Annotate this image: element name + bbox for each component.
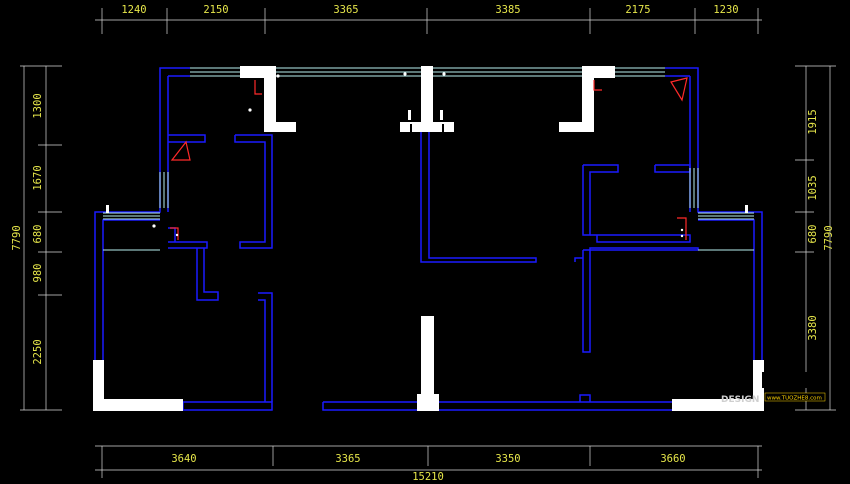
fixtures (152, 72, 688, 240)
column-markers (106, 110, 748, 213)
left-dim-3: 680 (32, 225, 44, 244)
bottom-dim-4: 3660 (660, 453, 685, 465)
top-dimension-chain: 1240 2150 3365 3385 2175 1230 (95, 4, 762, 34)
right-dim-total: 7790 (823, 225, 835, 250)
right-dim-1: 1915 (807, 109, 819, 134)
left-dim-2: 1670 (32, 165, 44, 190)
right-dim-4: 3380 (807, 315, 819, 340)
left-dim-5: 2250 (32, 339, 44, 364)
bottom-dim-2: 3365 (335, 453, 360, 465)
top-dim-3: 3365 (333, 4, 358, 16)
top-dim-4: 3385 (495, 4, 520, 16)
right-dim-2: 1035 (807, 175, 819, 200)
right-dimension-chain: 1915 1035 680 3380 7790 (795, 65, 836, 411)
solid-walls (93, 66, 764, 411)
left-dimension-chain: 1300 1670 680 980 2250 7790 (11, 65, 62, 411)
top-dim-2: 2150 (203, 4, 228, 16)
top-dim-5: 2175 (625, 4, 650, 16)
windows (103, 67, 754, 251)
right-dim-3: 680 (807, 225, 819, 244)
bottom-dim-1: 3640 (171, 453, 196, 465)
left-dim-1: 1300 (32, 93, 44, 118)
watermark: DESIGN www.TUOZHE8.com (721, 372, 826, 405)
left-dim-total: 7790 (11, 225, 23, 250)
top-dim-6: 1230 (713, 4, 738, 16)
top-dim-1: 1240 (121, 4, 146, 16)
watermark-url: www.TUOZHE8.com (767, 396, 822, 402)
bottom-dim-total: 15210 (412, 471, 444, 483)
bottom-dimension-chain: 3640 3365 3350 3660 15210 (95, 445, 762, 483)
watermark-brand: DESIGN (721, 395, 759, 405)
bottom-dim-3: 3350 (495, 453, 520, 465)
blue-walls (94, 67, 763, 411)
left-dim-4: 980 (32, 264, 44, 283)
